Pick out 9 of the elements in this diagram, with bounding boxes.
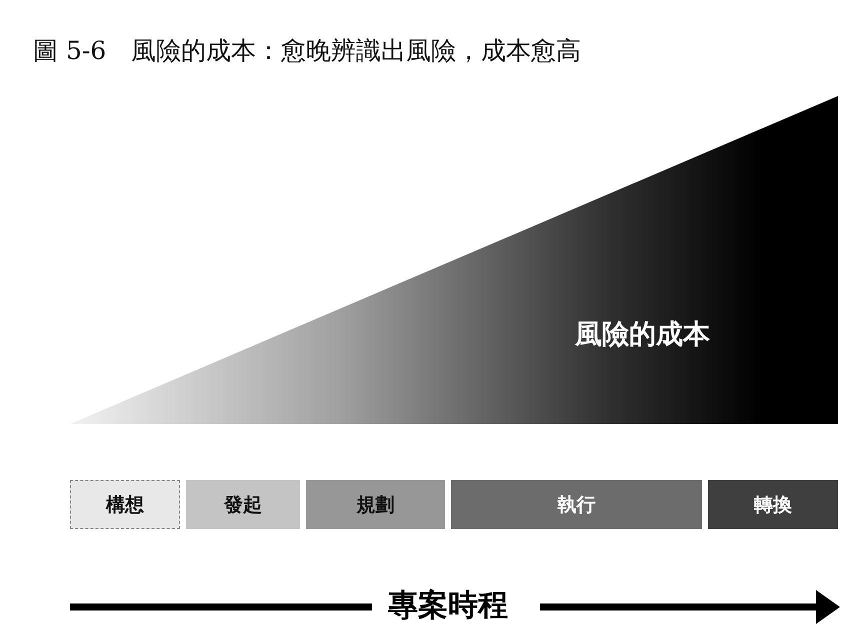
phase-box: 發起 (186, 480, 300, 529)
phase-box: 轉換 (708, 480, 838, 529)
triangle-label: 風險的成本 (575, 318, 710, 352)
timeline-label: 專案時程 (388, 588, 508, 624)
phase-box: 執行 (451, 480, 702, 529)
cost-triangle (70, 96, 838, 424)
phase-box: 規劃 (306, 480, 445, 529)
figure-title: 圖 5-6 風險的成本：愈晚辨識出風險，成本愈高 (33, 35, 582, 67)
phase-box: 構想 (70, 480, 180, 529)
